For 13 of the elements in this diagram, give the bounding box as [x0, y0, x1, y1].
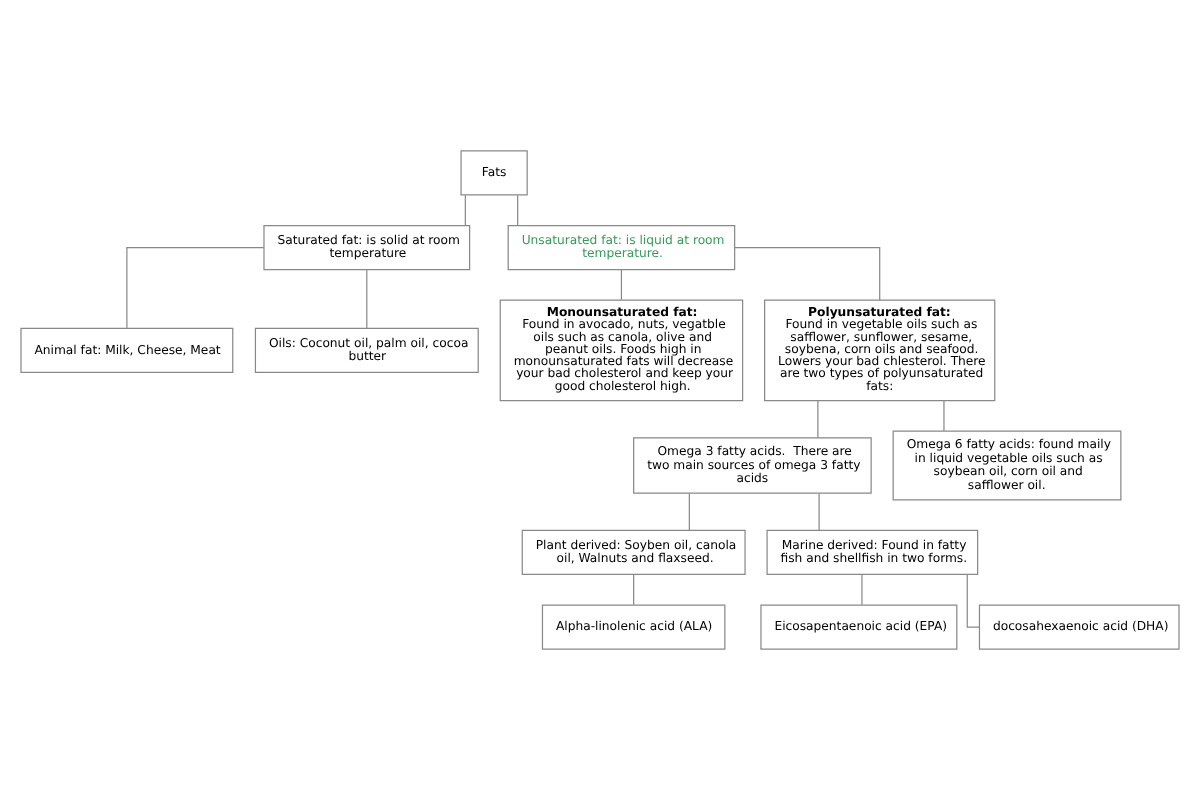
connector [734, 247, 881, 301]
connector [817, 400, 819, 439]
connector [861, 574, 863, 606]
connector [366, 269, 368, 329]
connector [818, 492, 820, 531]
connector [126, 247, 265, 329]
connector [966, 574, 980, 628]
connector [464, 194, 466, 226]
connector [943, 400, 945, 432]
connector [620, 269, 623, 301]
connector [517, 194, 519, 226]
connector [633, 574, 635, 606]
connector [688, 492, 690, 531]
